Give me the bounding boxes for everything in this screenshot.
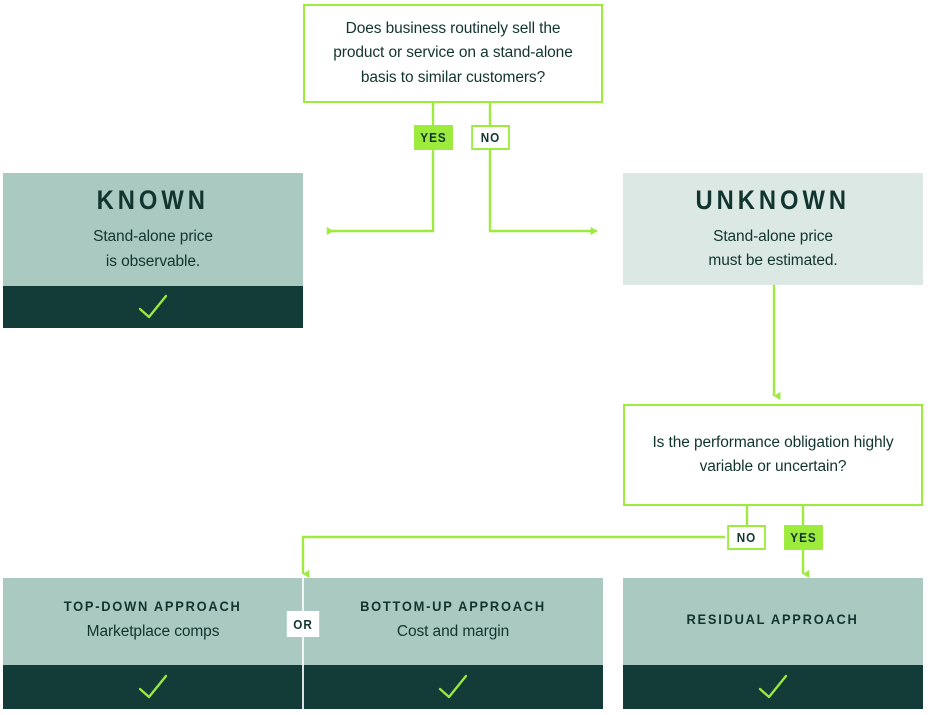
or-label-text: OR xyxy=(293,616,313,632)
badge-q1-no-label: NO xyxy=(480,130,501,145)
decision-box-standalone-sale-text: Does business routinely sell the product… xyxy=(333,20,573,86)
outcome-card-unknown-title: UNKNOWN xyxy=(695,184,851,215)
approach-card-top-down-body: TOP-DOWN APPROACH Marketplace comps xyxy=(3,578,303,665)
approach-card-bottom-up-footer xyxy=(303,665,603,709)
outcome-card-known-title: KNOWN xyxy=(96,185,210,216)
outcome-card-unknown[interactable]: UNKNOWN Stand-alone price must be estima… xyxy=(623,173,923,285)
badge-q2-no-label: NO xyxy=(736,530,757,545)
approach-divider xyxy=(302,578,304,709)
badge-q2-yes-label: YES xyxy=(790,530,817,545)
badge-q1-no[interactable]: NO xyxy=(471,125,510,150)
approach-card-residual-footer xyxy=(623,665,923,709)
approach-card-top-down[interactable]: TOP-DOWN APPROACH Marketplace comps xyxy=(3,578,303,709)
badge-q1-yes[interactable]: YES xyxy=(414,125,453,150)
badge-q2-yes[interactable]: YES xyxy=(784,525,823,550)
decision-box-standalone-sale[interactable]: Does business routinely sell the product… xyxy=(303,4,603,103)
approach-card-residual[interactable]: RESIDUAL APPROACH xyxy=(623,578,923,709)
badge-q1-yes-label: YES xyxy=(420,130,447,145)
outcome-card-known-subtitle-line1: Stand-alone price xyxy=(93,228,213,246)
approach-card-top-down-footer xyxy=(3,665,303,709)
approach-card-bottom-up-subtitle: Cost and margin xyxy=(396,623,510,641)
outcome-card-known-body: KNOWN Stand-alone price is observable. xyxy=(3,173,303,286)
approach-card-residual-title: RESIDUAL APPROACH xyxy=(686,610,860,627)
check-icon xyxy=(758,674,788,699)
approach-card-bottom-up[interactable]: BOTTOM-UP APPROACH Cost and margin xyxy=(303,578,603,709)
approach-card-top-down-subtitle: Marketplace comps xyxy=(86,623,220,641)
check-icon xyxy=(138,294,168,319)
wire-no-to-approaches xyxy=(301,535,725,579)
check-icon xyxy=(138,674,168,699)
wire-no-to-unknown xyxy=(488,150,598,236)
check-icon xyxy=(438,674,468,699)
or-label: OR xyxy=(286,611,320,637)
wire-yes-to-known xyxy=(326,150,435,236)
decision-box-variable-uncertain[interactable]: Is the performance obligation highly var… xyxy=(623,404,923,506)
approach-card-bottom-up-title: BOTTOM-UP APPROACH xyxy=(360,598,546,615)
outcome-card-known-subtitle-line2: is observable. xyxy=(105,252,201,270)
approach-card-top-down-title: TOP-DOWN APPROACH xyxy=(64,598,242,615)
approach-card-bottom-up-body: BOTTOM-UP APPROACH Cost and margin xyxy=(303,578,603,665)
badge-q2-no[interactable]: NO xyxy=(727,525,766,550)
outcome-card-unknown-subtitle-line1: Stand-alone price xyxy=(713,227,833,245)
outcome-card-unknown-subtitle-line2: must be estimated. xyxy=(708,252,838,269)
approach-card-residual-body: RESIDUAL APPROACH xyxy=(623,578,923,665)
outcome-card-unknown-body: UNKNOWN Stand-alone price must be estima… xyxy=(623,173,923,285)
outcome-card-known[interactable]: KNOWN Stand-alone price is observable. xyxy=(3,173,303,328)
decision-box-variable-uncertain-text: Is the performance obligation highly var… xyxy=(652,433,894,475)
outcome-card-known-footer xyxy=(3,286,303,328)
